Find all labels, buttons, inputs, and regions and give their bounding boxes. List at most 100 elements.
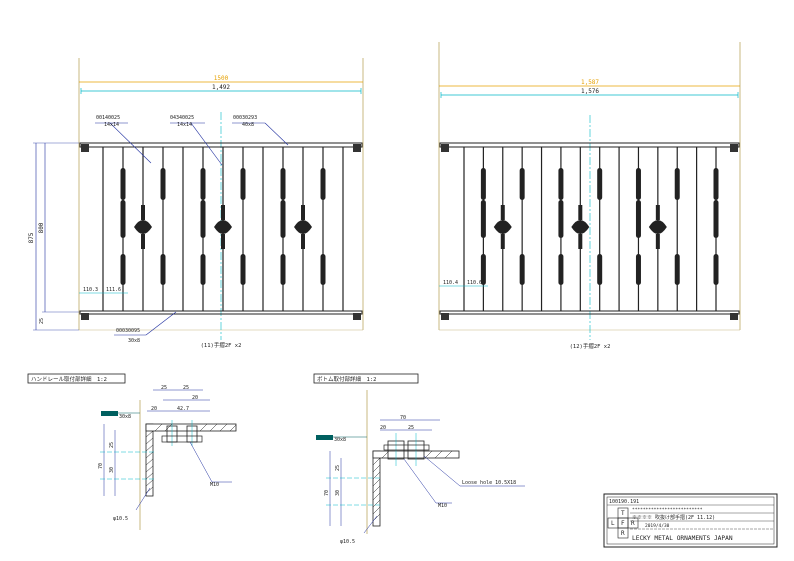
twist-segment [480,254,486,285]
twist-segment [301,234,305,249]
inner-width-dim: 1,492 [212,84,230,91]
bottom-detail: ボトム取付部詳細 1:2 30x8 70 20 25 70 [313,373,525,545]
drawing-code: 100190.191 [609,499,639,505]
twist-segment [280,168,286,200]
ornament-leaf [571,220,590,234]
twist-segment [635,168,641,200]
height-bottom-dim: 25 [39,318,45,324]
twist-segment [141,205,145,220]
bolt-label: M10 [210,482,219,488]
dim-v25: 25 [335,465,341,471]
drawing-date: 2019/4/30 [645,523,670,529]
twist-segment [558,254,564,285]
part-top-right: 00030293 [233,115,257,121]
spacing-left-dim: 110.4 [443,280,458,286]
twist-segment [320,168,326,200]
height-total-dim: 875 [28,232,35,243]
box-f: F [621,520,625,527]
bolt-label: M10 [438,503,447,509]
twist-segment [240,254,246,285]
twist-segment [558,200,564,238]
twist-segment [480,168,486,200]
twist-segment [301,205,305,220]
twist-segment [141,234,145,249]
twist-segment [558,168,564,200]
caption-11: (11)手摺2F x2 [201,341,242,349]
twist-segment [160,254,166,285]
twist-segment [578,205,583,220]
spacing-right-dim: 111.6 [106,287,121,293]
project-name: ※※※※ 吹抜け部手摺(2F 11.12) [632,514,715,521]
twist-segment [200,200,206,238]
dim-20: 20 [192,395,198,401]
caption-12: (12)手摺2F x2 [570,342,611,350]
twist-segment [519,254,525,285]
twist-segment [519,168,525,200]
ornament-leaf [294,220,312,234]
twist-segment [200,168,206,200]
ornament-leaf [648,220,667,234]
detail-title-box [27,373,126,384]
railing-drawing-12: 1,587 1,576 110.4 110.6 (12)手摺2F x2 [438,42,741,350]
ornament-leaf [493,220,512,234]
twist-segment [674,168,680,200]
detail-title: ボトム取付部詳細 1:2 [317,375,376,383]
dim-25: 25 [408,425,414,431]
twist-segment [578,234,583,249]
twist-segment [221,205,225,220]
box-r1: R [631,520,635,527]
twist-segment [713,200,719,238]
twist-segment [655,234,660,249]
part-top-center: 04340025 [170,115,194,121]
twist-segment [597,168,603,200]
dim-v30: 30 [335,490,341,496]
size-top-center: 14x14 [177,122,192,128]
twist-segment [635,254,641,285]
twist-segment [240,168,246,200]
detail-title: ハンドレール取付部詳細 1:2 [31,375,107,383]
part-bottom: 00030095 [116,328,140,334]
size-top-left: 14x14 [104,122,119,128]
twist-segment [655,205,660,220]
company-name: LECKY METAL ORNAMENTS JAPAN [632,535,733,542]
twist-segment [221,234,225,249]
twist-segment [597,254,603,285]
twist-segment [280,200,286,238]
twist-segment [713,254,719,285]
twist-segment [320,254,326,285]
twist-segment [713,168,719,200]
dim-70: 70 [400,415,406,421]
flat-bar-label: 30x8 [119,414,131,420]
part-top-left: 00140025 [96,115,120,121]
twist-segment [480,200,486,238]
title-block: 100190.191 ************************** ※※… [603,493,778,548]
hole-label: φ10.5 [340,539,355,545]
ornament-leaf [134,220,152,234]
overall-width-dim: 1,587 [581,79,599,86]
twist-segment [500,205,505,220]
dim-v70: 70 [324,490,330,496]
spacing-left-dim: 110.3 [83,287,98,293]
spacing-right-dim: 110.6 [467,280,482,286]
twist-segment [200,254,206,285]
twist-segment [120,200,126,238]
box-l: L [611,520,615,527]
dim-25b: 25 [183,385,189,391]
title-stars: ************************** [632,507,703,513]
twist-segment [500,234,505,249]
dim-25a: 25 [161,385,167,391]
dim-20-b: 20 [151,406,157,412]
dim-v25: 25 [109,442,115,448]
twist-segment [674,254,680,285]
size-top-right: 40x8 [242,122,254,128]
handrail-detail: ハンドレール取付部詳細 1:2 30x8 25 25 [27,373,237,530]
overall-width-dim: 1500 [214,75,229,82]
loose-hole-label: Loose hole 10.5X18 [462,480,516,486]
flat-bar-label: 30x8 [334,437,346,443]
dim-v70: 70 [98,463,104,469]
inner-width-dim: 1,576 [581,88,599,95]
twist-segment [120,168,126,200]
twist-segment [160,168,166,200]
hole-label: φ10.5 [113,516,128,522]
